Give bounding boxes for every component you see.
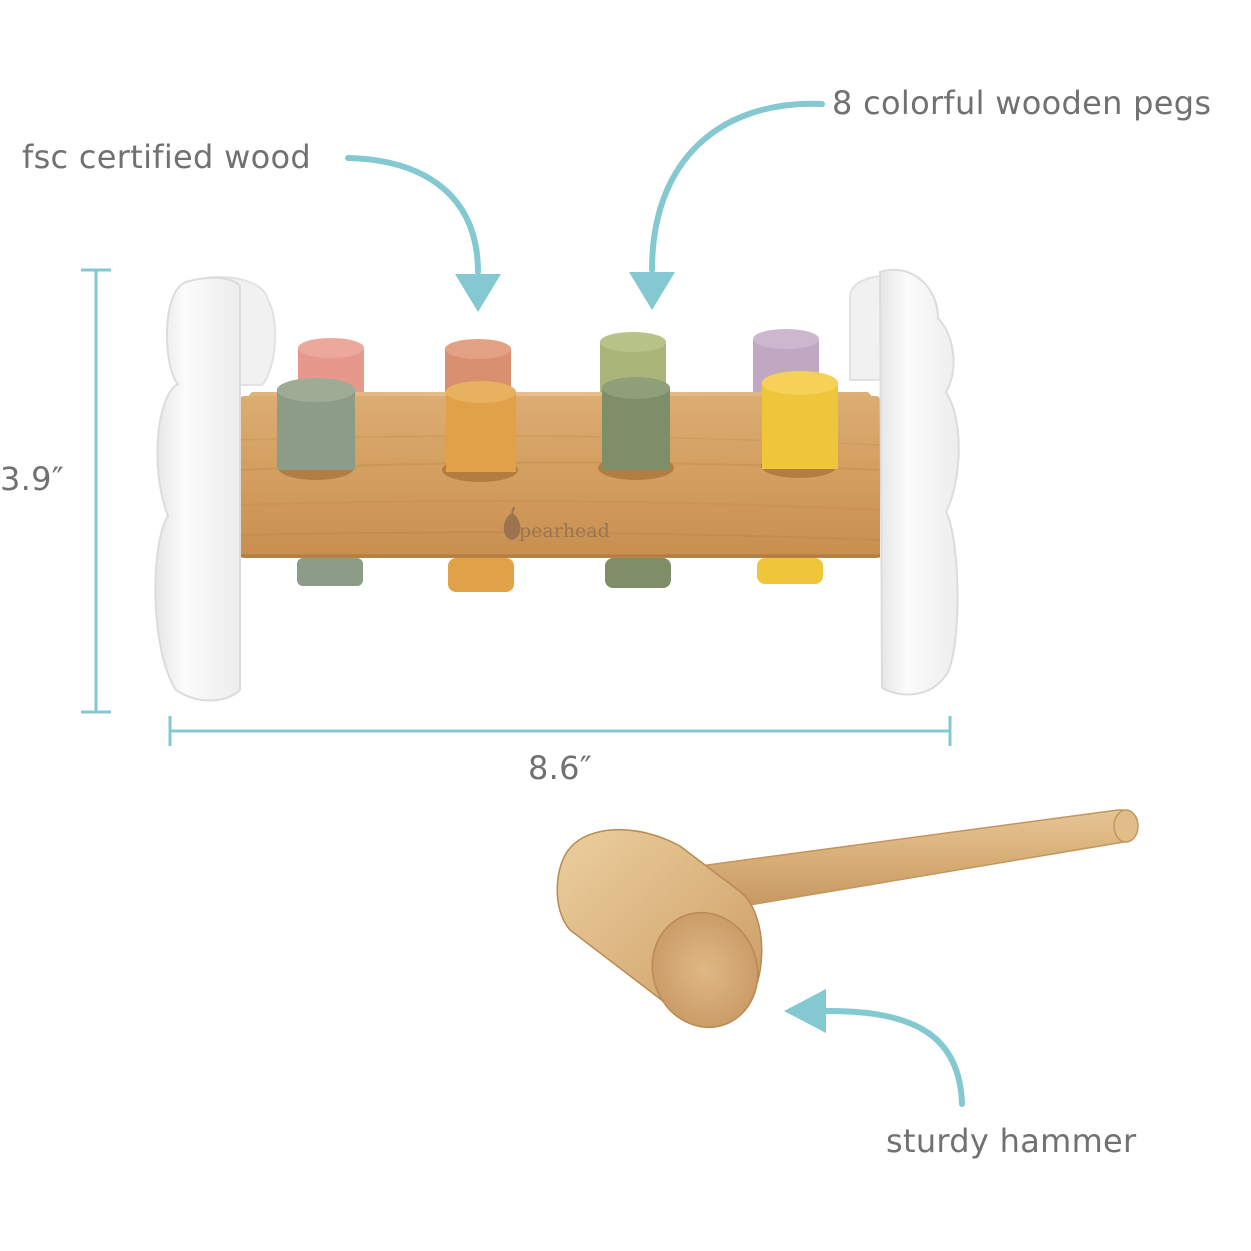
bench-front: [240, 396, 880, 558]
height-dimension-label: 3.9″: [0, 460, 65, 498]
mallet-face: [651, 911, 759, 1029]
width-dimension-label: 8.6″: [528, 749, 593, 787]
pegs-arrow-icon: [629, 100, 825, 310]
width-dimension-line: [168, 716, 952, 746]
hammer-arrow-icon: [784, 989, 965, 1107]
mallet-handle: [699, 809, 1139, 913]
hammer-callout-label: sturdy hammer: [886, 1122, 1137, 1160]
height-dimension-line: [81, 268, 111, 714]
front-row-pegs: [277, 371, 838, 482]
wooden-mallet: [556, 809, 1139, 1029]
brand-logo-text: pearhead: [519, 520, 610, 542]
wood-arrow-icon: [345, 155, 501, 312]
peg-bottoms: [297, 558, 823, 592]
wood-callout-label: fsc certified wood: [22, 138, 311, 176]
brand-logo: pearhead: [503, 506, 610, 542]
left-cloud-frame: [154, 276, 241, 702]
pegs-callout-label: 8 colorful wooden pegs: [832, 84, 1212, 122]
right-cloud-frame: [878, 268, 960, 696]
pound-bench-toy: pearhead: [154, 268, 960, 702]
